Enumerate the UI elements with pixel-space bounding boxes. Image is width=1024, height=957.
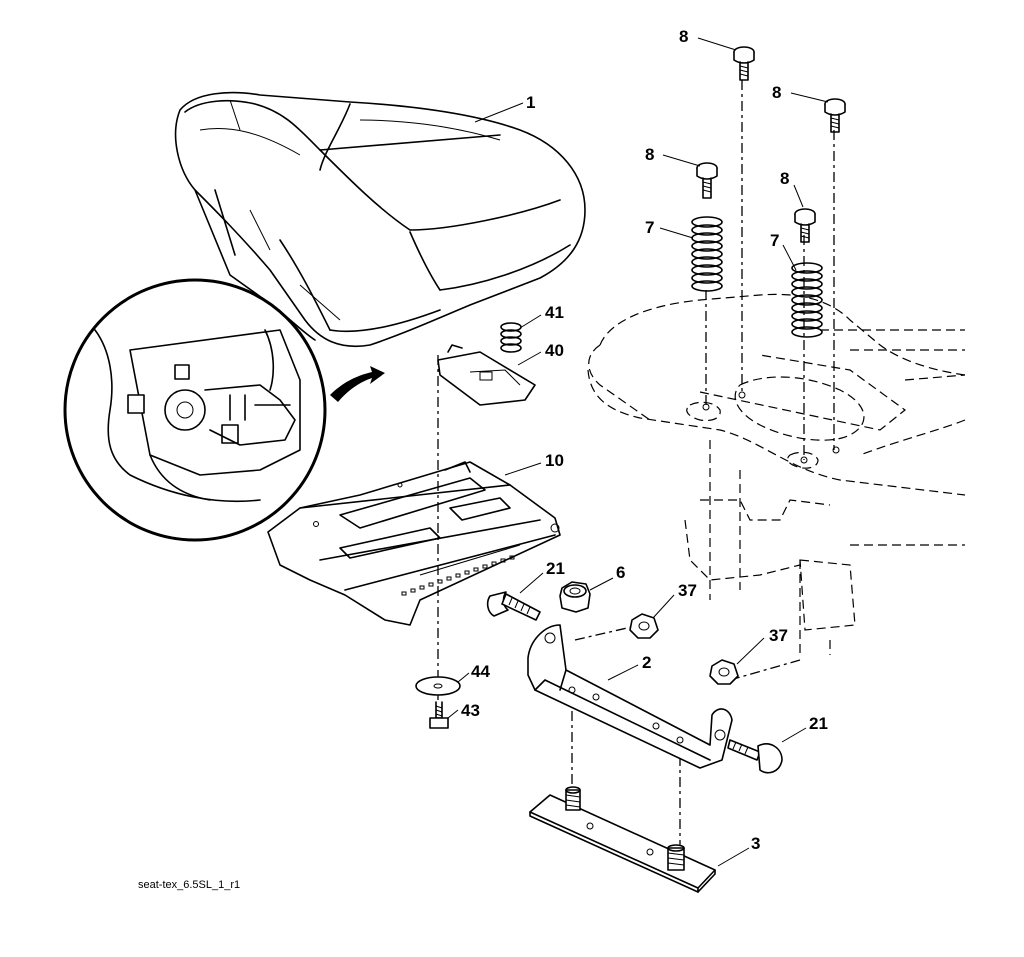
part-21-bolt-left <box>486 591 541 621</box>
part-10-seat-pan <box>267 461 561 626</box>
callout-21a: 21 <box>546 559 565 578</box>
part-7-spring-a <box>691 216 723 292</box>
part-37-nut-b <box>709 659 739 685</box>
callout-2: 2 <box>642 653 651 672</box>
callout-3: 3 <box>751 834 760 853</box>
seat-cushion <box>174 91 586 347</box>
callout-8d: 8 <box>780 169 789 188</box>
callout-43: 43 <box>461 701 480 720</box>
part-37-nut-a <box>629 613 659 639</box>
part-2-bracket <box>527 624 733 769</box>
part-8-bolt-c <box>696 162 718 199</box>
diagram-footer-label: seat-tex_6.5SL_1_r1 <box>138 879 240 891</box>
callout-8b: 8 <box>772 83 781 102</box>
part-6-nut <box>559 581 591 613</box>
part-44-washer <box>415 676 461 696</box>
callout-41: 41 <box>545 303 564 322</box>
part-40-clip <box>437 344 536 406</box>
callout-44: 44 <box>471 662 490 681</box>
part-8-bolt-b <box>824 98 846 133</box>
callout-37a: 37 <box>678 581 697 600</box>
callout-21b: 21 <box>809 714 828 733</box>
detail-arrow <box>330 366 385 402</box>
part-41-spring <box>500 322 522 353</box>
callout-labels: 8 8 8 8 7 7 1 41 40 10 21 6 37 2 37 44 4… <box>461 27 828 853</box>
part-7-spring-b <box>791 262 823 338</box>
callout-7a: 7 <box>645 218 654 237</box>
callout-8a: 8 <box>679 27 688 46</box>
detail-inset-circle <box>63 278 327 542</box>
callout-40: 40 <box>545 341 564 360</box>
part-8-bolt-d <box>794 208 816 243</box>
callout-10: 10 <box>545 451 564 470</box>
callout-1: 1 <box>526 93 535 112</box>
callout-7b: 7 <box>770 231 779 250</box>
part-43-bolt <box>429 701 449 729</box>
leader-lines <box>447 37 829 867</box>
mower-frame-outline <box>587 293 966 655</box>
callout-8c: 8 <box>645 145 654 164</box>
part-8-bolt-a <box>733 46 755 81</box>
callout-37b: 37 <box>769 626 788 645</box>
callout-6: 6 <box>616 563 625 582</box>
part-21-bolt-right <box>727 739 783 774</box>
part-3-base-plate <box>529 786 716 893</box>
